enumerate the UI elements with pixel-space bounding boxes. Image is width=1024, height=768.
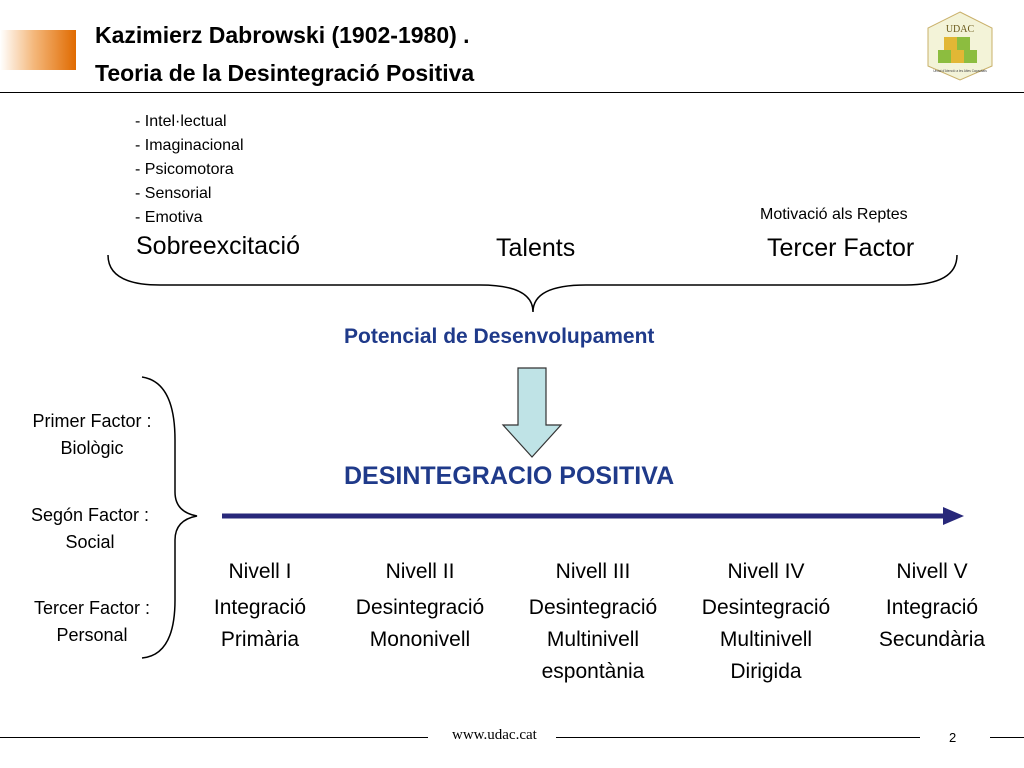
level-1: Nivell I Integració Primària <box>190 556 330 656</box>
footer-url[interactable]: www.udac.cat <box>452 727 537 743</box>
progress-arrow-head-icon <box>943 507 964 525</box>
level-name: Nivell V <box>896 560 968 583</box>
level-line: Integració <box>213 596 307 619</box>
vertical-bracket <box>141 376 198 659</box>
level-name: Nivell III <box>555 560 631 583</box>
level-2: Nivell II Desintegració Mononivell <box>340 556 500 656</box>
factor-label: Segón Factor : <box>30 505 150 525</box>
level-line: Dirigida <box>730 660 802 683</box>
level-name: Nivell II <box>385 560 455 583</box>
list-item: - Psicomotora <box>135 161 234 178</box>
factor-label: Primer Factor : <box>32 411 152 431</box>
level-line: Primària <box>220 628 300 651</box>
list-item: - Emotiva <box>135 209 203 226</box>
level-name: Nivell I <box>228 560 292 583</box>
list-item: - Intel·lectual <box>135 113 227 130</box>
logo-text: UDAC <box>946 24 975 35</box>
level-line: Multinivell <box>719 628 813 651</box>
level-line: Mononivell <box>369 628 471 651</box>
tercer-factor-label: Tercer Factor <box>767 234 915 262</box>
list-item: - Imaginacional <box>135 137 244 154</box>
footer-divider-left <box>0 737 428 738</box>
title-line-2: Teoria de la Desintegració Positiva <box>95 60 475 86</box>
down-arrow-icon <box>501 367 563 458</box>
factor-segon: Segón Factor : Social <box>10 502 170 556</box>
level-line: espontània <box>541 660 645 683</box>
sobreexcitacio-label: Sobreexcitació <box>136 232 300 260</box>
header-divider <box>0 92 1024 93</box>
level-3: Nivell III Desintegració Multinivell esp… <box>513 556 673 688</box>
list-item: - Sensorial <box>135 185 212 202</box>
horizontal-brace <box>107 254 958 313</box>
page-number: 2 <box>949 730 957 745</box>
level-line: Integració <box>885 596 979 619</box>
factor-type: Biològic <box>60 438 124 458</box>
udac-logo: UDAC Unitat d'Atenció a les Altes Capaci… <box>924 10 996 82</box>
level-4: Nivell IV Desintegració Multinivell Diri… <box>686 556 846 688</box>
level-line: Desintegració <box>355 596 485 619</box>
factor-label: Tercer Factor : <box>33 598 151 618</box>
footer-divider-right <box>990 737 1024 738</box>
level-line: Multinivell <box>546 628 640 651</box>
talents-label: Talents <box>496 234 576 262</box>
logo-caption: Unitat d'Atenció a les Altes Capacitats <box>933 69 987 73</box>
level-5: Nivell V Integració Secundària <box>862 556 1002 656</box>
udac-logo-icon: UDAC Unitat d'Atenció a les Altes Capaci… <box>927 11 993 81</box>
footer-divider-middle <box>556 737 920 738</box>
potential-label: Potencial de Desenvolupament <box>344 325 655 348</box>
title-line-1: Kazimierz Dabrowski (1902-1980) . <box>95 22 470 48</box>
level-line: Desintegració <box>528 596 658 619</box>
factor-tercer: Tercer Factor : Personal <box>12 595 172 649</box>
factor-primer: Primer Factor : Biològic <box>12 408 172 462</box>
factor-type: Personal <box>56 625 128 645</box>
motivation-label: Motivació als Reptes <box>760 206 908 223</box>
level-line: Secundària <box>878 628 986 651</box>
main-title: DESINTEGRACIO POSITIVA <box>344 462 675 490</box>
header-accent-bar <box>0 30 76 70</box>
factor-type: Social <box>65 532 115 552</box>
level-name: Nivell IV <box>727 560 805 583</box>
level-line: Desintegració <box>701 596 831 619</box>
overexcitability-list: - Intel·lectual - Imaginacional - Psicom… <box>135 110 244 230</box>
